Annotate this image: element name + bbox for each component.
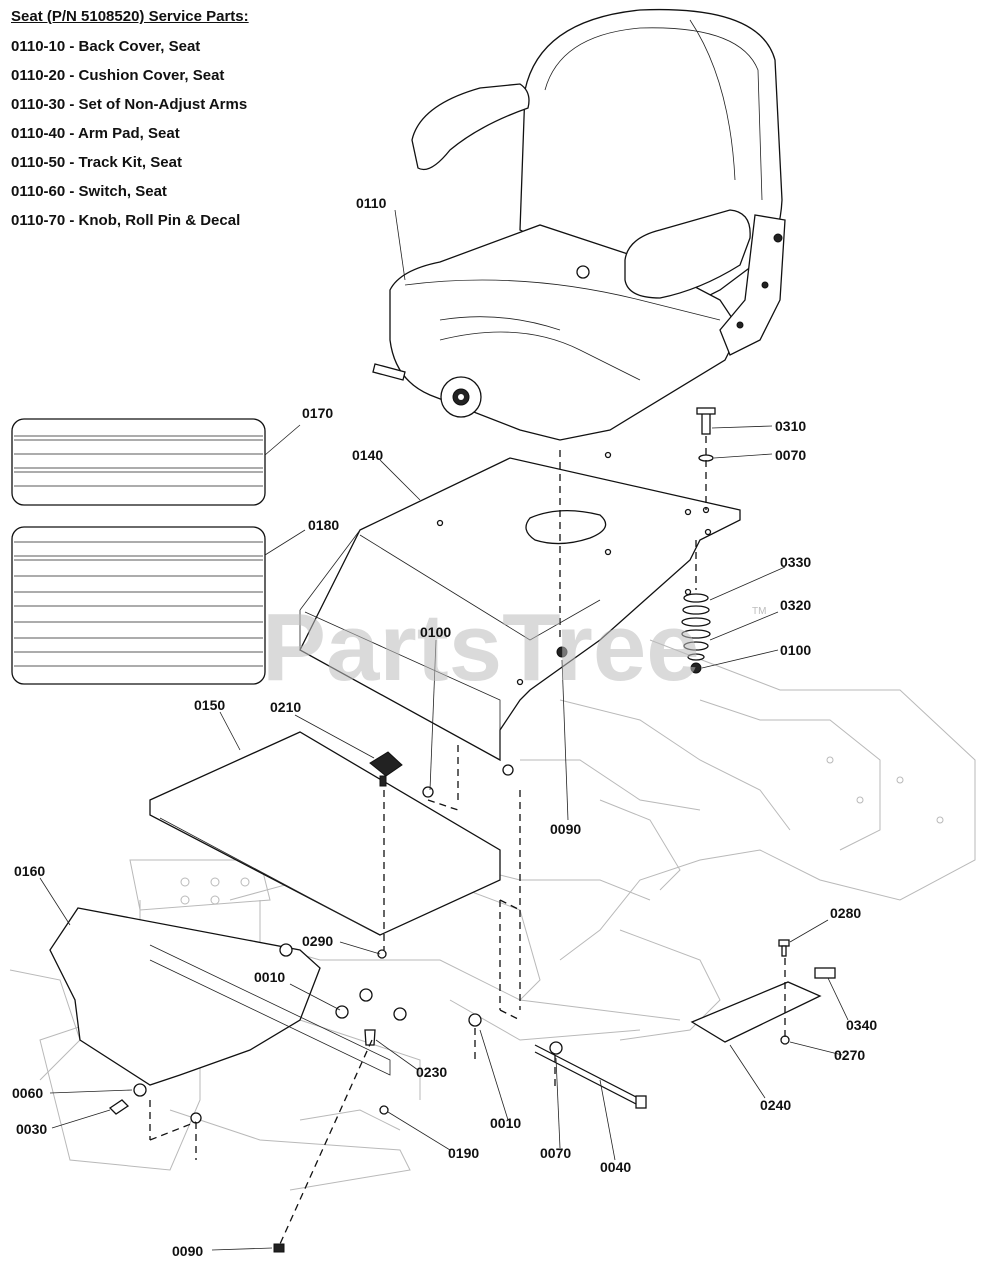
seat-pan	[299, 451, 741, 776]
watermark-text: PartsTree	[262, 594, 700, 701]
callout-0190: 0190	[448, 1145, 479, 1161]
leader-lines	[39, 209, 849, 1251]
callout-0070: 0070	[775, 447, 806, 463]
callout-0140: 0140	[352, 447, 383, 463]
callout-0210: 0210	[270, 699, 301, 715]
callout-0150: 0150	[194, 697, 225, 713]
service-part-item: 0110-30 - Set of Non-Adjust Arms	[11, 96, 248, 113]
trademark-symbol: TM	[752, 606, 766, 617]
service-part-item: 0110-10 - Back Cover, Seat	[11, 38, 201, 55]
knob	[369, 751, 403, 787]
callout-0280: 0280	[830, 905, 861, 921]
seat	[372, 8, 786, 441]
service-part-item: 0110-60 - Switch, Seat	[11, 183, 167, 200]
callout-0070: 0070	[540, 1145, 571, 1161]
callout-0340: 0340	[846, 1017, 877, 1033]
service-part-item: 0110-20 - Cushion Cover, Seat	[11, 67, 225, 84]
decal-0170	[11, 418, 266, 506]
callout-0160: 0160	[14, 863, 45, 879]
callout-0030: 0030	[16, 1121, 47, 1137]
service-part-item: 0110-70 - Knob, Roll Pin & Decal	[11, 212, 241, 229]
rod	[534, 1044, 647, 1109]
callout-0090: 0090	[550, 821, 581, 837]
callout-0230: 0230	[416, 1064, 447, 1080]
seat-pan-plate	[149, 731, 501, 936]
callout-0270: 0270	[834, 1047, 865, 1063]
callout-0240: 0240	[760, 1097, 791, 1113]
spring-assembly	[681, 407, 716, 674]
front-cover	[49, 907, 391, 1086]
callout-0090: 0090	[172, 1243, 203, 1259]
callout-0290: 0290	[302, 933, 333, 949]
callout-0040: 0040	[600, 1159, 631, 1175]
fasteners	[108, 646, 790, 1253]
callout-labels: 0110 0170 0180 0140 0310 0070 0330 0320 …	[12, 195, 877, 1259]
callout-0010: 0010	[490, 1115, 521, 1131]
callout-0100: 0100	[420, 624, 451, 640]
callout-0060: 0060	[12, 1085, 43, 1101]
callout-0180: 0180	[308, 517, 339, 533]
callout-0310: 0310	[775, 418, 806, 434]
service-parts-title: Seat (P/N 5108520) Service Parts:	[11, 8, 249, 25]
service-part-item: 0110-40 - Arm Pad, Seat	[11, 125, 180, 142]
assembly-dashed-lines	[149, 436, 786, 1245]
callout-0320: 0320	[780, 597, 811, 613]
service-part-item: 0110-50 - Track Kit, Seat	[11, 154, 182, 171]
callout-0010: 0010	[254, 969, 285, 985]
callout-0330: 0330	[780, 554, 811, 570]
callout-0100: 0100	[780, 642, 811, 658]
callout-0110: 0110	[356, 195, 387, 211]
access-panel	[690, 939, 836, 1043]
callout-0170: 0170	[302, 405, 333, 421]
decal-0180	[11, 526, 266, 685]
